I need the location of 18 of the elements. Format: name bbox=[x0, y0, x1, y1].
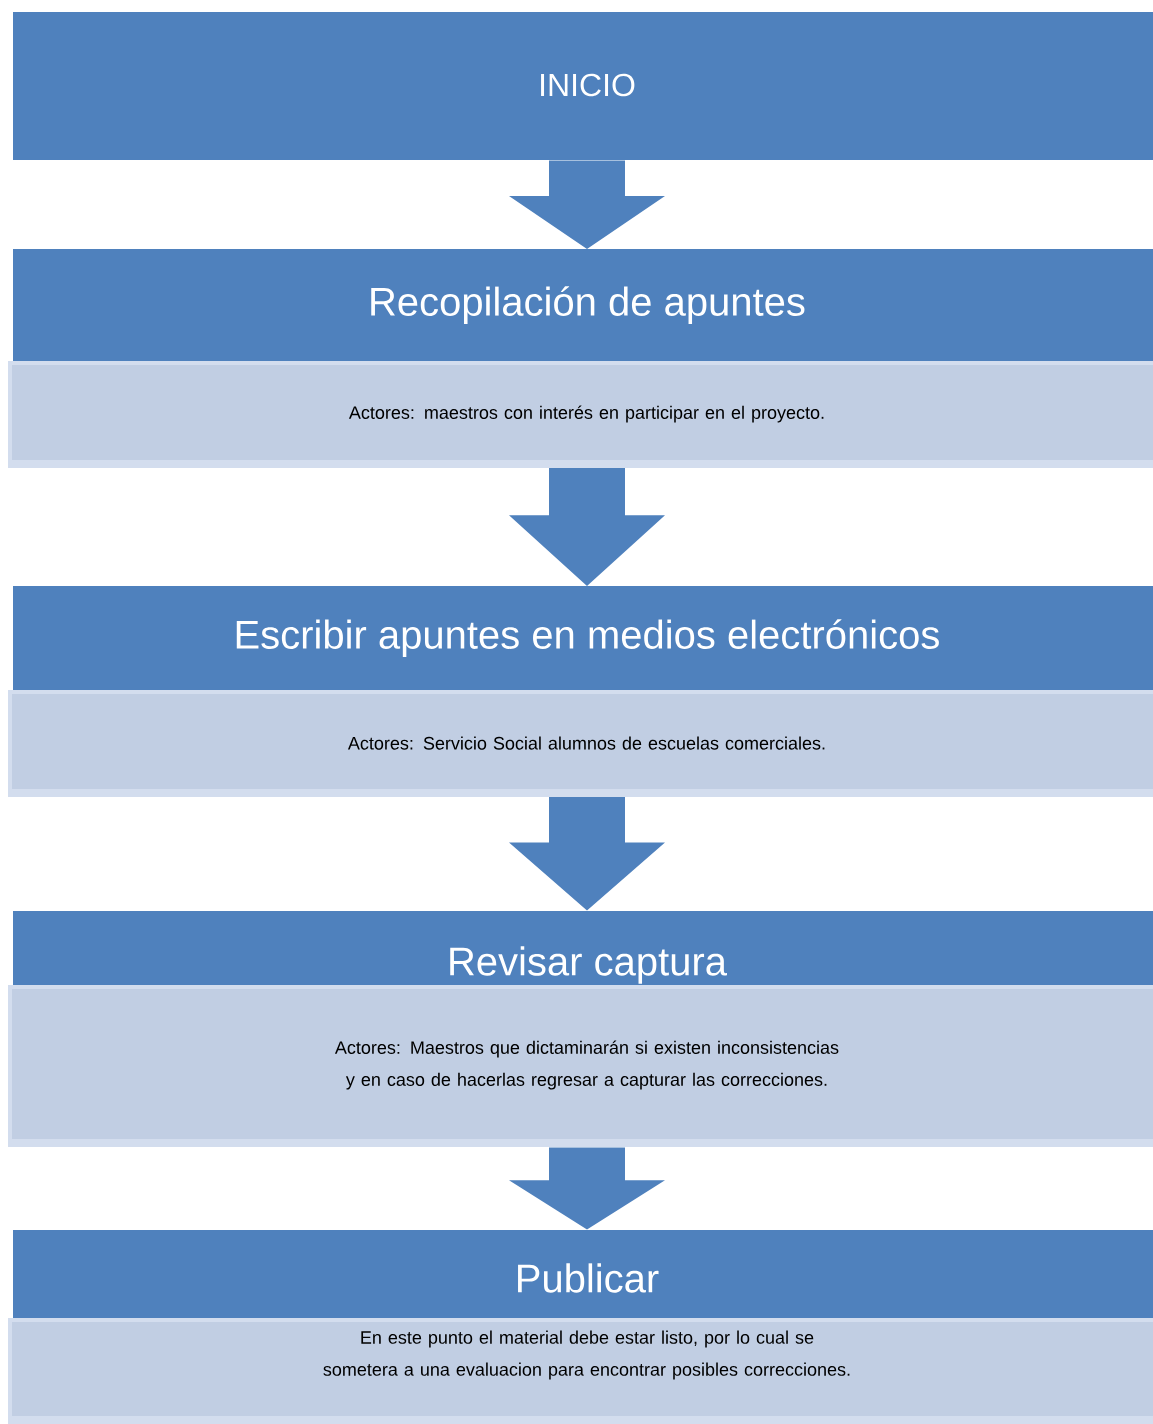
body-text: Actores: maestros con interés en participar en el proyecto. bbox=[348, 405, 824, 423]
body-text: Actores: Servicio Social alumnos de escuelas comerciales. bbox=[347, 736, 825, 750]
block-arrow bbox=[509, 796, 665, 911]
step-box bbox=[8, 586, 1153, 797]
heading-text: INICIO bbox=[541, 73, 635, 97]
body-text: En este punto el material debe estar listo, por lo cual se sometera a una evaluacion para encontrar posibles correcciones. bbox=[323, 1330, 850, 1380]
body-text: Actores: Maestros que dictaminarán si existen inconsistencias y en caso de hacerlas regresar a capturar las correcciones. bbox=[334, 1040, 839, 1090]
heading-text: Publicar bbox=[518, 1263, 659, 1293]
step-box bbox=[8, 1230, 1153, 1424]
step-box bbox=[13, 12, 1153, 160]
block-arrow bbox=[509, 467, 665, 587]
heading-text: Revisar captura bbox=[450, 946, 727, 984]
step-box bbox=[8, 249, 1153, 468]
step-box bbox=[8, 911, 1153, 1147]
heading-text: Escribir apuntes en medios electrónicos bbox=[236, 619, 939, 657]
block-arrow bbox=[509, 160, 665, 250]
heading-text: Recopilación de apuntes bbox=[371, 286, 805, 324]
block-arrow bbox=[509, 1147, 665, 1230]
